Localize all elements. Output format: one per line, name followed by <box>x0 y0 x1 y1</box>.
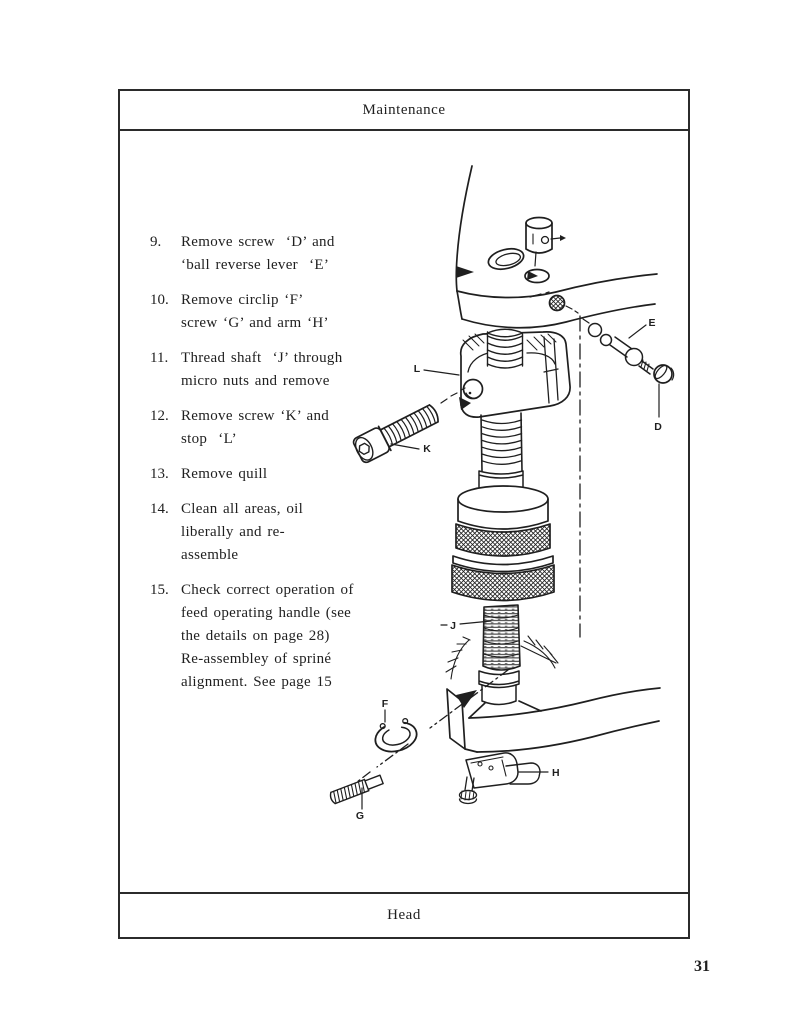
step-line: assemble <box>181 547 239 563</box>
part-ball-reverse-lever-e <box>582 318 654 375</box>
svg-text:F: F <box>382 698 389 710</box>
label-f: F <box>382 698 389 723</box>
page-number: 31 <box>694 958 710 975</box>
adjuster-knob <box>548 294 566 312</box>
part-oval-boss <box>487 247 525 271</box>
step-number: 12. <box>150 408 169 424</box>
part-micro-nuts <box>451 485 555 602</box>
part-screw-g <box>329 774 384 805</box>
label-k: K <box>390 443 431 455</box>
part-quill-end <box>478 670 520 706</box>
axis-f-g <box>356 669 509 783</box>
step-line: Remove screw ‘K’ and <box>181 408 330 424</box>
step-number: 13. <box>150 466 169 482</box>
svg-text:E: E <box>648 317 655 329</box>
quill-assembly-diagram: E D L <box>329 165 675 822</box>
step-number: 9. <box>150 234 162 250</box>
step-line: feed operating handle (see <box>181 605 352 621</box>
step-item: 9. Remove screw ‘D’ and ‘ball reverse le… <box>150 231 390 277</box>
step-line: stop ‘L’ <box>181 431 237 447</box>
step-number: 15. <box>150 582 169 598</box>
step-line: alignment. See page 15 <box>181 674 333 690</box>
step-item: 10. Remove circlip ‘F’ screw ‘G’ and arm… <box>150 289 390 335</box>
svg-text:D: D <box>654 421 662 433</box>
footer-title: Head <box>387 907 421 923</box>
step-line: Remove screw ‘D’ and <box>181 234 335 250</box>
part-upper-casting <box>455 165 658 329</box>
step-number: 10. <box>150 292 169 308</box>
step-item: 15. Check correct operation of feed oper… <box>150 579 390 694</box>
part-screw-d <box>653 364 675 384</box>
step-line: micro nuts and remove <box>181 373 330 389</box>
spring-marks <box>445 635 559 680</box>
step-number: 11. <box>150 350 169 366</box>
svg-text:J: J <box>450 620 456 632</box>
steps-list: 9. Remove screw ‘D’ and ‘ball reverse le… <box>150 231 390 706</box>
label-l: L <box>414 363 460 376</box>
step-line: Remove circlip ‘F’ <box>181 292 304 308</box>
header-band: Maintenance <box>120 91 688 131</box>
svg-text:K: K <box>423 443 431 455</box>
step-line: screw ‘G’ and arm ‘H’ <box>181 315 329 331</box>
step-line: Re-assembley of spriné <box>181 651 332 667</box>
part-lead-screw-upper <box>478 412 524 488</box>
header-title: Maintenance <box>362 101 446 118</box>
step-line: Remove quill <box>181 466 268 482</box>
part-stop-l <box>459 328 571 418</box>
part-circlip-f <box>374 718 418 753</box>
step-item: 13. Remove quill <box>150 463 390 486</box>
part-lower-casting <box>446 687 661 753</box>
step-line: the details on page 28) <box>181 628 330 644</box>
label-d: D <box>654 383 662 433</box>
step-line: Check correct operation of <box>181 582 354 598</box>
step-line: ‘ball reverse lever ‘E’ <box>181 257 330 273</box>
label-e: E <box>628 317 656 339</box>
content-box: Maintenance 9. Remove screw ‘D’ and ‘bal… <box>118 89 690 939</box>
step-item: 12. Remove screw ‘K’ and stop ‘L’ <box>150 405 390 451</box>
part-shaft-j <box>482 604 521 671</box>
step-line: Thread shaft ‘J’ through <box>181 350 343 366</box>
part-screw-k <box>352 387 466 464</box>
step-line: Clean all areas, oil <box>181 501 304 517</box>
footer-band: Head <box>120 892 688 937</box>
step-line: liberally and re- <box>181 524 285 540</box>
step-number: 14. <box>150 501 169 517</box>
part-arm-h <box>458 752 541 805</box>
label-j: J <box>440 620 492 632</box>
svg-text:H: H <box>552 767 560 779</box>
part-top-knob <box>524 216 566 284</box>
svg-text:G: G <box>356 810 364 822</box>
svg-text:L: L <box>414 363 421 375</box>
label-g: G <box>356 787 364 822</box>
step-item: 14. Clean all areas, oil liberally and r… <box>150 498 390 567</box>
label-h: H <box>518 767 560 779</box>
step-item: 11. Thread shaft ‘J’ through micro nuts … <box>150 347 390 393</box>
